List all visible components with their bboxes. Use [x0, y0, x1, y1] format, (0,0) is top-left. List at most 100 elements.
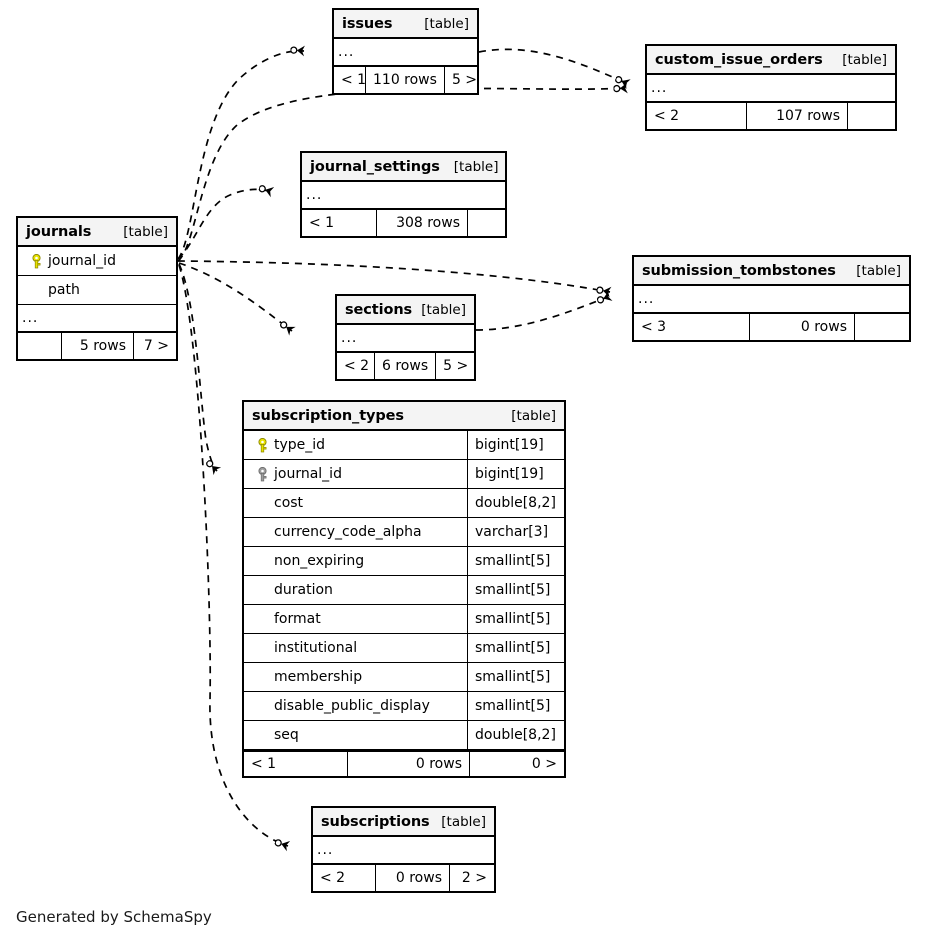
column-name-cell: cost: [244, 495, 467, 511]
primary-key-icon: [252, 437, 272, 453]
table-node-subscription-types[interactable]: subscription_types [table] type_id bigin…: [242, 400, 566, 778]
table-name: journals: [26, 223, 92, 240]
column-row-seq[interactable]: seq double[8,2]: [244, 721, 564, 750]
table-footer-journals: 5 rows 7 >: [18, 333, 176, 359]
column-name-cell: currency_code_alpha: [244, 524, 467, 540]
table-name: submission_tombstones: [642, 262, 836, 279]
footer-children-count: 5 >: [443, 67, 484, 93]
edge-journals-submission-tombstones: [177, 260, 610, 292]
column-row-non-expiring[interactable]: non_expiring smallint[5]: [244, 547, 564, 576]
footer-children-count: [854, 314, 909, 340]
table-node-submission-tombstones[interactable]: submission_tombstones [table] ... < 3 0 …: [632, 255, 911, 342]
column-type: smallint[5]: [467, 605, 564, 633]
table-header-subscriptions: subscriptions [table]: [313, 808, 494, 837]
column-row-journal-id[interactable]: journal_id: [18, 247, 176, 276]
column-label: type_id: [274, 437, 326, 453]
column-label: path: [48, 282, 80, 298]
column-type: smallint[5]: [467, 692, 564, 720]
column-row-duration[interactable]: duration smallint[5]: [244, 576, 564, 605]
footer-children-count: [847, 103, 895, 129]
column-label: format: [274, 611, 321, 627]
table-name: subscriptions: [321, 813, 430, 830]
primary-key-icon: [26, 253, 46, 269]
column-name-cell: duration: [244, 582, 467, 598]
foreign-key-icon: [252, 466, 272, 482]
footer-parents-count: < 2: [344, 358, 370, 374]
table-header-subscription-types: subscription_types [table]: [244, 402, 564, 431]
table-footer-subscription-types: < 1 0 rows 0 >: [244, 750, 564, 776]
table-ellipsis-row: ...: [647, 75, 895, 103]
column-name-cell: seq: [244, 727, 467, 743]
table-ellipsis-row: ...: [18, 305, 176, 333]
footer-row-count: 110 rows: [365, 67, 444, 93]
table-ellipsis-row: ...: [337, 325, 474, 353]
table-tag: [table]: [511, 407, 556, 424]
table-header-submission-tombstones: submission_tombstones [table]: [634, 257, 909, 286]
column-row-path[interactable]: path: [18, 276, 176, 305]
column-row-cost[interactable]: cost double[8,2]: [244, 489, 564, 518]
table-tag: [table]: [842, 51, 887, 68]
column-type: smallint[5]: [467, 663, 564, 691]
table-ellipsis-row: ...: [334, 39, 477, 67]
column-row-membership[interactable]: membership smallint[5]: [244, 663, 564, 692]
column-type: double[8,2]: [467, 489, 564, 517]
column-row-type-id[interactable]: type_id bigint[19]: [244, 431, 564, 460]
table-name: sections: [345, 301, 413, 318]
table-node-issues[interactable]: issues [table] ... < 1 110 rows 5 >: [332, 8, 479, 95]
column-type: smallint[5]: [467, 634, 564, 662]
table-node-journal-settings[interactable]: journal_settings [table] ... < 1 308 row…: [300, 151, 507, 238]
table-name: issues: [342, 15, 393, 32]
table-tag: [table]: [424, 15, 469, 32]
table-node-journals[interactable]: journals [table] journal_id path: [16, 216, 178, 361]
table-name: journal_settings: [310, 158, 440, 175]
footer-children-count: 0 >: [469, 752, 564, 776]
table-ellipsis-row: ...: [313, 837, 494, 865]
table-footer-sections: < 2 6 rows 5 >: [337, 353, 474, 379]
table-ellipsis-row: ...: [634, 286, 909, 314]
footer-children-count: 5 >: [435, 353, 475, 379]
column-name-cell: membership: [244, 669, 467, 685]
column-type: double[8,2]: [467, 721, 564, 749]
table-ellipsis-row: ...: [302, 182, 505, 210]
column-type: varchar[3]: [467, 518, 564, 546]
edge-journals-issues: [177, 51, 304, 260]
table-name: custom_issue_orders: [655, 51, 823, 68]
column-row-format[interactable]: format smallint[5]: [244, 605, 564, 634]
column-row-journal-id[interactable]: journal_id bigint[19]: [244, 460, 564, 489]
column-label: disable_public_display: [274, 698, 430, 714]
table-tag: [table]: [856, 262, 901, 279]
table-name: subscription_types: [252, 407, 404, 424]
table-header-issues: issues [table]: [334, 10, 477, 39]
footer-parents-count: < 1: [341, 72, 367, 88]
edge-journals-journal-settings: [177, 189, 272, 260]
column-row-currency-code-alpha[interactable]: currency_code_alpha varchar[3]: [244, 518, 564, 547]
table-tag: [table]: [453, 158, 499, 175]
column-type: smallint[5]: [467, 576, 564, 604]
column-label: institutional: [274, 640, 358, 656]
table-node-sections[interactable]: sections [table] ... < 2 6 rows 5 >: [335, 294, 476, 381]
column-label: membership: [274, 669, 363, 685]
column-name-cell: path: [18, 282, 176, 298]
table-node-subscriptions[interactable]: subscriptions [table] ... < 2 0 rows 2 >: [311, 806, 496, 893]
column-type: bigint[19]: [467, 431, 564, 459]
table-footer-issues: < 1 110 rows 5 >: [334, 67, 477, 93]
footer-row-count: 0 rows: [347, 752, 469, 776]
column-row-disable-public-display[interactable]: disable_public_display smallint[5]: [244, 692, 564, 721]
column-name-cell: format: [244, 611, 467, 627]
footer-row-count: 5 rows: [61, 333, 133, 359]
edge-issues-custom-issue-orders: [478, 48, 628, 84]
column-label: cost: [274, 495, 304, 511]
table-header-journals: journals [table]: [18, 218, 176, 247]
footer-parents-count: < 2: [654, 108, 680, 124]
footer-children-count: 7 >: [133, 333, 176, 359]
edge-journals-sections: [178, 262, 292, 331]
footer-row-count: 6 rows: [374, 353, 435, 379]
footer-row-count: 0 rows: [749, 314, 854, 340]
table-footer-journal-settings: < 1 308 rows: [302, 210, 505, 236]
column-row-institutional[interactable]: institutional smallint[5]: [244, 634, 564, 663]
column-name-cell: institutional: [244, 640, 467, 656]
footer-row-count: 0 rows: [375, 865, 449, 891]
table-node-custom-issue-orders[interactable]: custom_issue_orders [table] ... < 2 107 …: [645, 44, 897, 131]
column-label: duration: [274, 582, 333, 598]
